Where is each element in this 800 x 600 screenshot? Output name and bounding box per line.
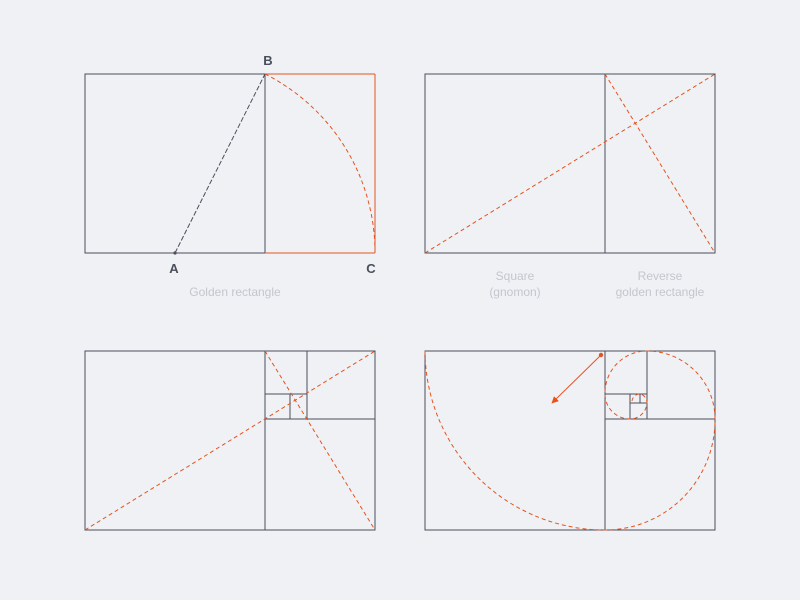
point-a-label: A — [169, 261, 179, 276]
outer-rectangle — [84, 350, 376, 531]
point-b-label: B — [263, 53, 272, 68]
caption-reverse-line1: Reverse — [638, 269, 683, 283]
caption-square-line2: (gnomon) — [489, 285, 540, 299]
radius-ab — [174, 73, 266, 254]
main-diagonal — [424, 73, 716, 254]
reverse-diagonal — [604, 73, 716, 254]
reverse-diagonal — [264, 350, 376, 531]
point-a-marker — [173, 251, 177, 255]
golden-spiral — [424, 350, 716, 531]
point-c-label: C — [366, 261, 376, 276]
outer-golden-rectangle — [424, 73, 716, 254]
panel-golden-spiral — [424, 350, 716, 531]
panel-gnomon-reverse-rectangle: Square (gnomon) Reverse golden rectangle — [424, 73, 716, 299]
unit-square — [84, 73, 266, 254]
caption-golden-rectangle: Golden rectangle — [189, 285, 281, 299]
main-diagonal — [84, 350, 376, 531]
caption-reverse-line2: golden rectangle — [616, 285, 705, 299]
direction-arrow — [551, 354, 602, 404]
outer-rectangle — [424, 350, 716, 531]
caption-square-line1: Square — [496, 269, 535, 283]
arc-bc — [264, 73, 376, 254]
panel-golden-rectangle-construction: A B C Golden rectangle — [84, 53, 376, 299]
panel-recursive-subdivision — [84, 350, 376, 531]
